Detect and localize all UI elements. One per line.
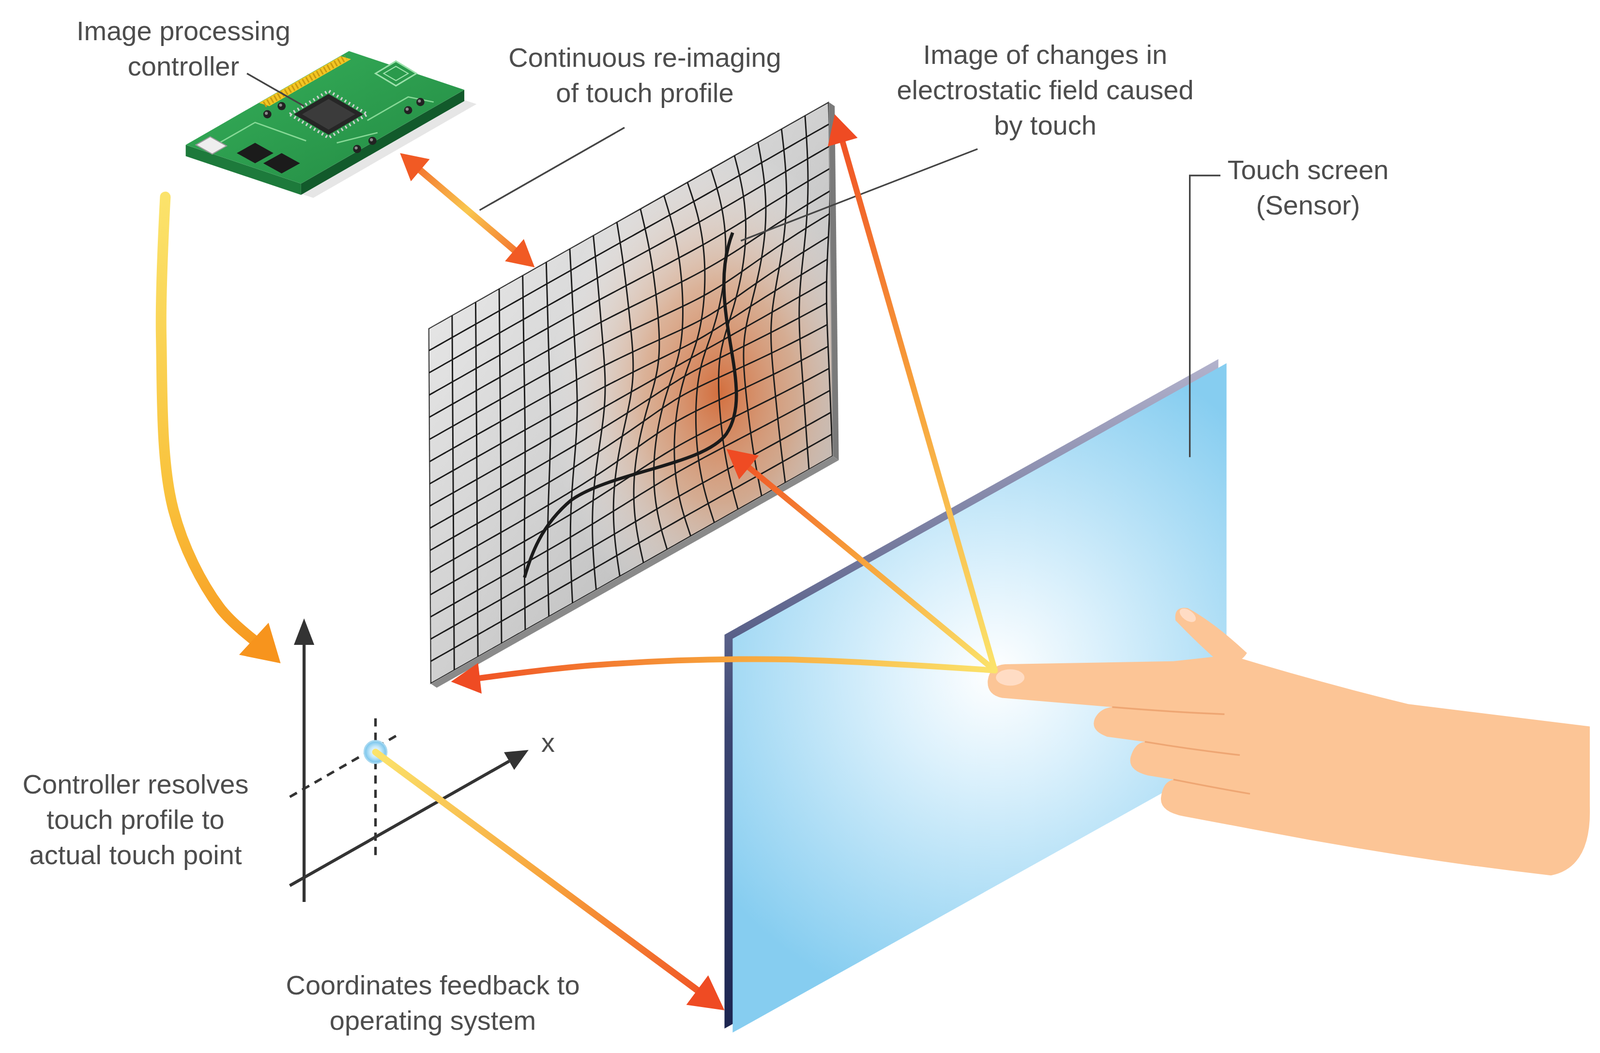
grid-line bbox=[430, 412, 831, 640]
arrow-shaft bbox=[161, 197, 262, 647]
field-grid bbox=[428, 102, 833, 684]
projection-line bbox=[289, 733, 401, 797]
arrow-connector bbox=[451, 658, 995, 694]
y-axis bbox=[302, 640, 306, 903]
grid-line bbox=[429, 324, 828, 551]
grid-line bbox=[430, 390, 831, 617]
grid-line bbox=[429, 259, 828, 484]
touch-screen: Touch screen (Sensor) bbox=[724, 359, 1227, 1033]
arrow-shaft bbox=[471, 658, 995, 680]
chip-top bbox=[302, 98, 356, 130]
chip bbox=[293, 93, 364, 135]
node-label: Controller resolves touch profile to act… bbox=[14, 766, 257, 873]
field-change-tint bbox=[428, 102, 833, 684]
small-chip bbox=[375, 60, 417, 86]
leader-line bbox=[246, 73, 305, 107]
arrow-shaft bbox=[375, 751, 706, 996]
port bbox=[196, 136, 227, 154]
hand bbox=[987, 605, 1590, 876]
grid-line bbox=[429, 281, 827, 506]
edge-label: Continuous re-imaging of touch profile bbox=[499, 40, 791, 111]
grid-line bbox=[428, 167, 831, 396]
node-label: Touch screen (Sensor) bbox=[1211, 152, 1405, 224]
projection-line bbox=[374, 718, 377, 860]
component bbox=[236, 142, 274, 164]
fingernail bbox=[995, 669, 1025, 686]
leader-line bbox=[479, 127, 625, 211]
arrowhead bbox=[451, 662, 482, 694]
arrow-shaft bbox=[840, 133, 995, 671]
coordinate-graph: Controller resolves touch profile to act… bbox=[280, 612, 531, 904]
arrowhead bbox=[726, 448, 760, 480]
arrowhead bbox=[399, 152, 430, 182]
hand-shape bbox=[987, 655, 1590, 876]
grid-line bbox=[613, 222, 634, 577]
chip-pins bbox=[289, 91, 368, 138]
label-slot: Coordinates feedback to operating system bbox=[275, 967, 591, 1039]
small-chip bbox=[383, 66, 409, 81]
thumbnail bbox=[1177, 605, 1199, 625]
arrowhead bbox=[504, 239, 535, 268]
capacitors bbox=[263, 97, 425, 153]
axis-arrowhead bbox=[503, 749, 529, 770]
axis-arrowhead bbox=[293, 618, 315, 645]
field-image-panel bbox=[428, 102, 839, 688]
arrow-shaft bbox=[742, 461, 995, 671]
grid-line bbox=[826, 102, 833, 457]
arrow-shaft bbox=[414, 165, 521, 256]
label-slot: Continuous re-imaging of touch profile bbox=[499, 40, 791, 111]
arrow-connector bbox=[726, 448, 995, 671]
capacitor-tops bbox=[264, 99, 421, 150]
grid-line bbox=[428, 123, 830, 351]
grid-line bbox=[428, 145, 831, 373]
arrow-connector bbox=[399, 152, 535, 268]
circuit-board: Image processing controller bbox=[158, 25, 465, 198]
component bbox=[263, 152, 301, 174]
edge-connector bbox=[259, 56, 351, 107]
leader-line bbox=[1189, 175, 1221, 458]
grid-line bbox=[429, 236, 829, 462]
fold-outline bbox=[524, 232, 737, 578]
field-image: Image of changes in electrostatic field … bbox=[426, 100, 835, 686]
grid-line bbox=[429, 303, 827, 529]
arrow-connector bbox=[827, 114, 995, 671]
label-slot: x bbox=[533, 725, 563, 761]
finger-crease bbox=[1112, 707, 1250, 794]
arrowhead bbox=[827, 114, 858, 147]
node-label: Image processing controller bbox=[62, 13, 305, 85]
node-label: Image of changes in electrostatic field … bbox=[887, 37, 1203, 143]
grid-line bbox=[429, 346, 828, 573]
panel-face bbox=[428, 102, 833, 684]
edge-label: Coordinates feedback to operating system bbox=[275, 967, 591, 1039]
arrowhead bbox=[239, 622, 281, 664]
arrow-connector bbox=[161, 197, 281, 664]
axis-label: x bbox=[533, 725, 563, 761]
coordinate-graph-art bbox=[289, 618, 529, 902]
grid-line bbox=[429, 213, 830, 440]
arrowhead bbox=[686, 975, 725, 1011]
